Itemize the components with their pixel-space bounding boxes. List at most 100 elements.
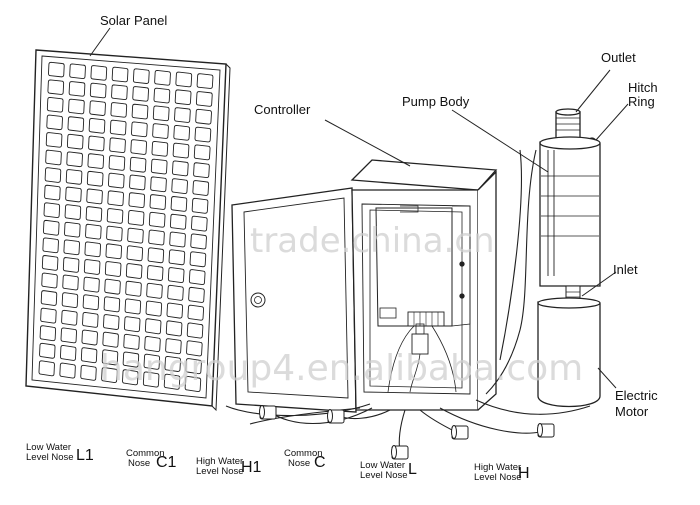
solar-panel-cells	[38, 61, 214, 392]
solar-cell	[101, 367, 118, 384]
solar-cell	[106, 208, 124, 224]
label-solar-panel: Solar Panel	[100, 13, 167, 28]
watermark-bottom: hangroup4.en.alibaba.com	[100, 348, 583, 389]
solar-cell	[107, 190, 124, 207]
solar-cell	[62, 274, 79, 291]
solar-cell	[123, 333, 140, 350]
sensor-label-h: High Water Level Nose H	[474, 462, 530, 483]
solar-cell	[60, 327, 77, 344]
solar-cell	[86, 188, 103, 205]
solar-cell	[104, 278, 121, 295]
solar-cell	[146, 265, 164, 281]
solar-cell	[111, 66, 129, 83]
sensor-h1-code: H1	[241, 459, 262, 476]
solar-cell	[83, 259, 101, 275]
label-motor: Motor	[615, 404, 649, 419]
sensor-l1	[259, 405, 277, 420]
solar-cell	[129, 156, 147, 173]
solar-cell	[46, 114, 63, 131]
sensor-l1-line1: Low Water	[26, 442, 71, 453]
solar-cell	[125, 280, 142, 297]
sensor-label-h1: High Water Level Nose H1	[196, 456, 262, 477]
solar-cell	[125, 263, 143, 279]
solar-cell	[122, 351, 140, 368]
solar-cell	[102, 331, 119, 348]
solar-cell	[106, 225, 123, 242]
solar-cell	[45, 132, 63, 148]
sensor-label-l1: Low Water Level Nose L1	[26, 442, 94, 464]
sensor-label-l: Low Water Level Nose L	[360, 460, 417, 481]
solar-cell	[144, 336, 161, 352]
solar-cell	[195, 91, 213, 107]
wires	[225, 149, 591, 453]
solar-cell	[59, 345, 77, 361]
solar-cell	[187, 304, 205, 321]
solar-cell	[172, 160, 189, 177]
solar-cell	[87, 153, 105, 169]
solar-cell	[192, 180, 210, 196]
sensor-c1-line2: Nose	[128, 458, 150, 469]
solar-cell	[81, 329, 98, 346]
solar-cell	[127, 227, 144, 244]
label-hitch: Hitch	[628, 80, 658, 95]
solar-cell	[62, 257, 80, 273]
solar-cell	[124, 298, 142, 315]
solar-cell	[165, 338, 182, 355]
solar-cell	[65, 169, 83, 185]
solar-cell	[80, 347, 98, 364]
solar-cell	[123, 316, 141, 333]
solar-cell	[61, 309, 78, 326]
solar-cell	[109, 137, 126, 154]
solar-cell	[148, 229, 165, 246]
sensor-h-line2: Level Nose	[474, 472, 522, 483]
solar-cell	[193, 162, 210, 179]
solar-cell	[191, 197, 209, 214]
solar-cell	[165, 320, 183, 337]
solar-cell	[61, 292, 79, 309]
label-ring: Ring	[628, 94, 655, 109]
solar-cell	[104, 261, 122, 277]
label-outlet: Outlet	[601, 50, 636, 65]
sensor-l-code: L	[408, 461, 417, 478]
solar-cell	[172, 142, 190, 159]
solar-cell	[193, 144, 211, 161]
solar-cell	[143, 353, 161, 370]
sensor-c-line2: Nose	[288, 458, 310, 469]
solar-cell	[39, 342, 56, 359]
sensor-c-line1: Common	[284, 448, 323, 459]
solar-cell	[80, 364, 97, 381]
solar-cell	[186, 340, 203, 357]
solar-cell	[86, 170, 104, 187]
solar-cell	[131, 121, 148, 138]
solar-cell	[43, 219, 60, 236]
solar-cell	[42, 237, 59, 254]
solar-cell	[88, 135, 105, 152]
solar-cell	[132, 86, 149, 102]
sensor-c	[451, 425, 469, 440]
solar-cell	[190, 233, 207, 250]
sensor-l-line2: Level Nose	[360, 470, 408, 481]
label-controller: Controller	[254, 102, 311, 117]
label-pump-body: Pump Body	[402, 94, 470, 109]
solar-cell	[101, 349, 119, 366]
solar-cell	[46, 97, 64, 113]
sensor-h-line1: High Water	[474, 462, 521, 473]
solar-cell	[122, 369, 139, 386]
sensor-h-code: H	[518, 465, 530, 482]
sensor-h1-line1: High Water	[196, 456, 243, 467]
solar-cell	[108, 172, 125, 189]
solar-cell	[127, 209, 145, 226]
solar-cell	[108, 155, 126, 171]
solar-cell	[164, 355, 181, 372]
solar-cell	[129, 174, 146, 191]
solar-cell	[38, 360, 55, 377]
solar-cell	[186, 322, 204, 339]
solar-cell	[69, 63, 86, 79]
solar-cell	[41, 272, 58, 289]
sensor-c1-line1: Common	[126, 448, 165, 459]
sensor-label-c1: Common Nose C1	[126, 448, 177, 471]
solar-cell	[85, 223, 102, 240]
solar-cell	[151, 140, 169, 157]
solar-cell	[111, 84, 128, 100]
